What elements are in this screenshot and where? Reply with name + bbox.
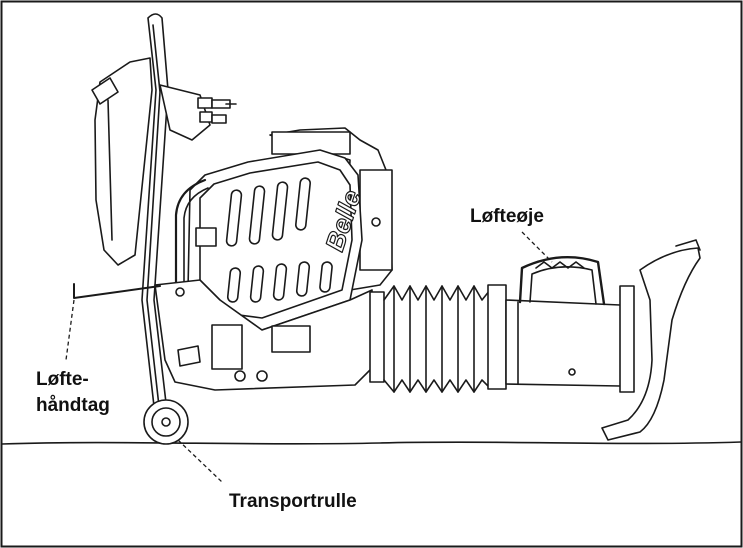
lifting-eye — [518, 256, 606, 306]
leader-lines — [65, 231, 553, 483]
chassis-bolt-1 — [234, 370, 246, 382]
leader-lifting-handle — [65, 299, 75, 361]
roll-bar-inner — [183, 187, 209, 301]
handle-tube-inner — [146, 24, 161, 416]
side-bracket — [211, 324, 243, 370]
roll-bar-clamp — [195, 227, 217, 247]
roll-bar — [174, 178, 207, 302]
label-lifting-handle-line2: håndtag — [36, 395, 110, 416]
ramming-shoe — [601, 247, 701, 441]
front-end-plate — [619, 285, 635, 393]
chassis-bolt-3 — [175, 287, 185, 297]
engine-bolt — [371, 217, 381, 227]
chassis-bolt-2 — [256, 370, 268, 382]
lifting-handle-rod — [73, 283, 161, 299]
fuel-tank — [94, 57, 153, 266]
guard-cover-inner — [199, 161, 353, 319]
label-lifting-eye: Løfteøje — [470, 206, 544, 227]
bellows — [383, 285, 491, 393]
lifting-eye-inner — [529, 266, 597, 305]
label-transport-wheel: Transportrulle — [229, 491, 357, 512]
chassis-plate — [271, 325, 311, 353]
leader-lifting-eye — [521, 231, 553, 263]
control-knobs — [197, 97, 237, 124]
ground-line — [1, 441, 742, 445]
bracket-detail — [177, 345, 201, 367]
machine-drawing: Belle — [73, 13, 701, 445]
bellows-flange-right — [487, 284, 507, 390]
shoe-lip — [675, 239, 701, 251]
cover-slots — [225, 177, 333, 303]
label-lifting-handle-line1: Løfte- — [36, 369, 89, 390]
transport-wheel-hub — [161, 417, 171, 427]
bellows-flange-left — [369, 291, 385, 383]
foot-marker — [568, 368, 576, 376]
lifting-eye-grip — [535, 261, 585, 269]
tank-cap — [91, 77, 119, 105]
tank-inner-line — [107, 99, 113, 241]
leader-transport-wheel — [177, 439, 223, 483]
